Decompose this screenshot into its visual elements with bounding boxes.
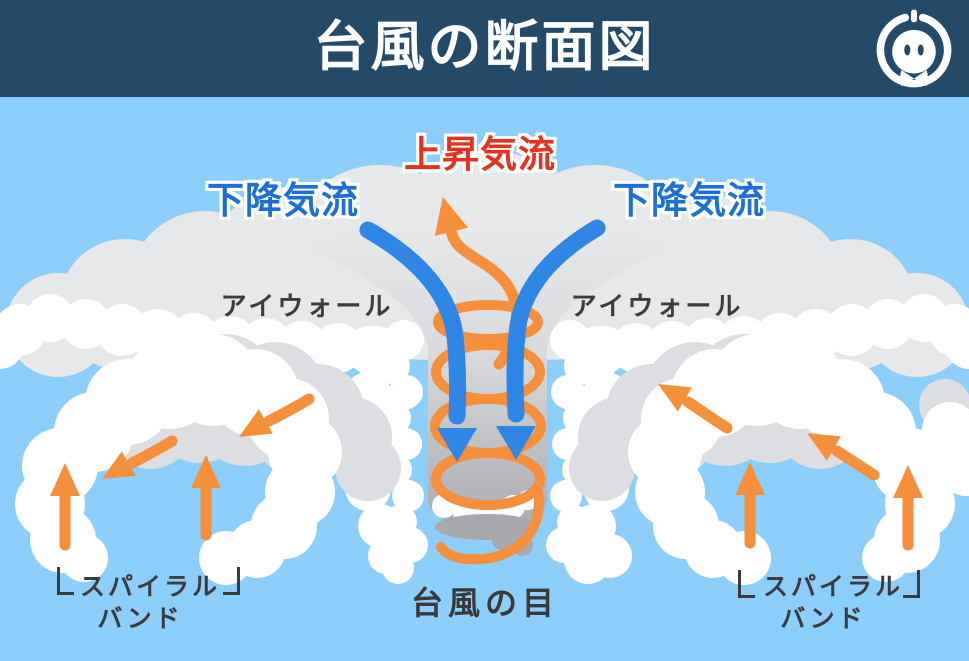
bracket-close-left (223, 567, 240, 595)
downdraft-arrows (359, 219, 606, 462)
weathernews-mascot-icon (876, 9, 952, 88)
spiral-band-cloud-right (569, 334, 969, 585)
bracket-close-right (903, 570, 920, 598)
spiral-band-arrowheads (50, 384, 923, 498)
downdraft-label-right: 下降気流 (613, 180, 765, 221)
eyewall-label-right: アイウォール (570, 291, 744, 321)
typhoon-eye-label: 台風の目 (410, 585, 559, 621)
eye-spiral-flow (430, 300, 546, 565)
bracket-open-right (738, 570, 755, 598)
bracket-open-left (57, 567, 74, 595)
page-title: 台風の断面図 (313, 16, 656, 77)
updraft-label: 上昇気流 (404, 134, 556, 175)
typhoon-eye-funnel (310, 214, 665, 556)
spiral-band-flow-arrows (59, 393, 914, 551)
header-bar: 台風の断面図 (0, 0, 969, 97)
spiral-band-label-right-line2: バンド (780, 605, 866, 633)
spiral-band-cloud-left (15, 334, 401, 585)
spiral-band-label-left-line1: スパイラル (79, 573, 220, 601)
downdraft-label-left: 下降気流 (207, 180, 359, 221)
typhoon-diagram (0, 97, 969, 661)
spiral-band-label-left-line2: バンド (97, 605, 183, 633)
eyewall-label-left: アイウォール (220, 291, 394, 321)
spiral-band-label-right-line1: スパイラル (762, 573, 903, 601)
